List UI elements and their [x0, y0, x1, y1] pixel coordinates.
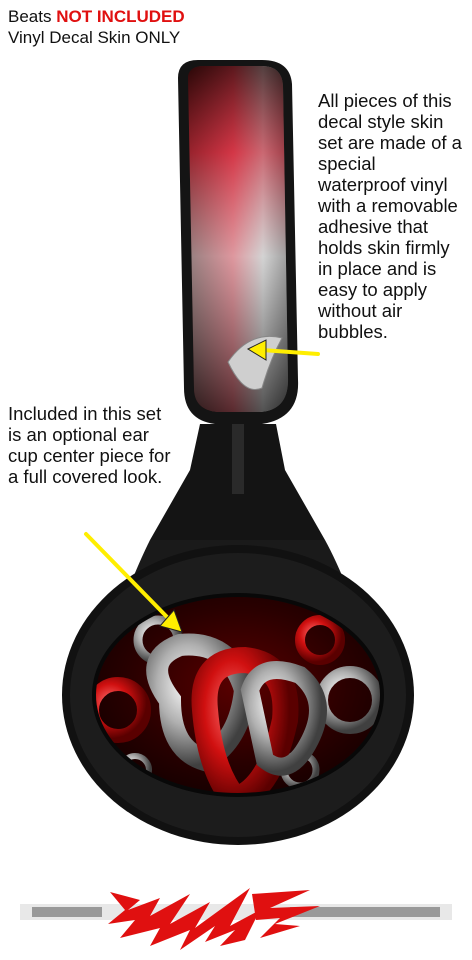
header-line-2: Vinyl Decal Skin ONLY [8, 28, 181, 47]
vinyl-info-text: All pieces of this decal style skin set … [318, 90, 462, 342]
not-included-badge: NOT INCLUDED [56, 7, 185, 26]
ear-cup [62, 545, 414, 845]
headband [178, 60, 299, 424]
header-line-1: Beats NOT INCLUDED [8, 6, 185, 27]
center-piece-info-text: Included in this set is an optional ear … [8, 403, 171, 487]
arrow-to-center-piece-icon [84, 532, 183, 633]
brand-text: Beats [8, 7, 52, 26]
product-header: Beats NOT INCLUDED Vinyl Decal Skin ONLY [8, 6, 185, 48]
wraptorskinz-logo [20, 888, 452, 950]
arrow-to-peel-icon [246, 339, 320, 361]
